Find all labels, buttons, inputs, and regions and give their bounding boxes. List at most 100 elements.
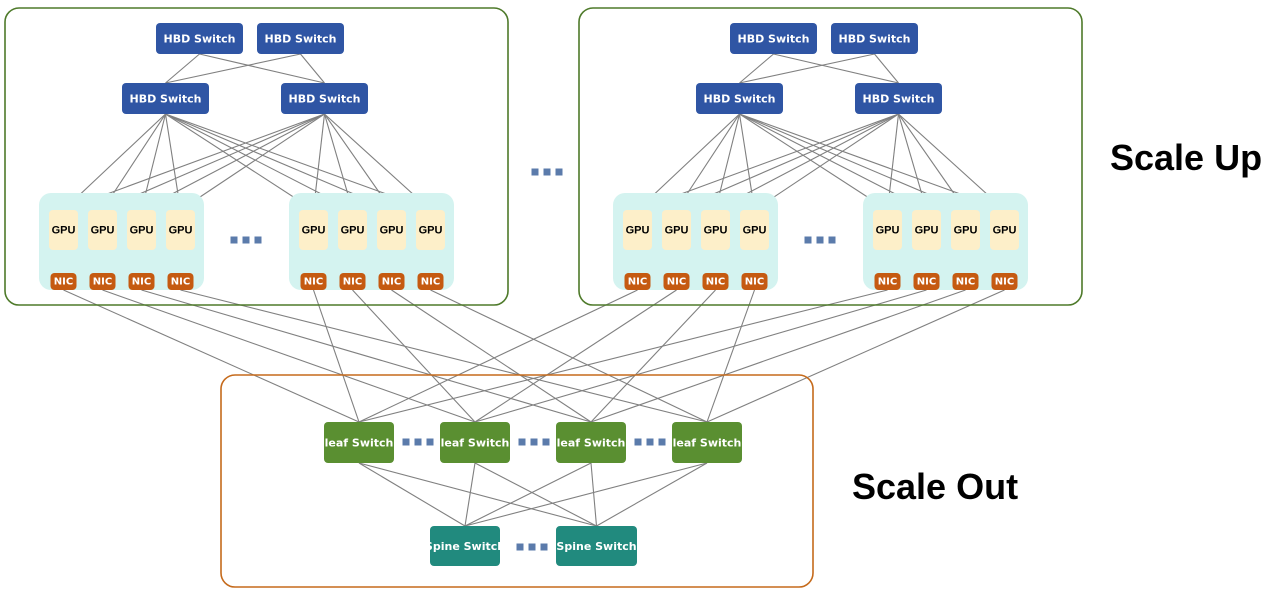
hbd-switch-mid-label: HBD Switch bbox=[703, 93, 775, 106]
nic-label: NIC bbox=[667, 277, 686, 288]
hbd-top-mid-link bbox=[165, 53, 200, 84]
leaf-switch-label: leaf Switch bbox=[557, 437, 626, 450]
gpu-label: GPU bbox=[169, 225, 193, 237]
nic[interactable]: NIC bbox=[913, 273, 940, 290]
gpu[interactable]: GPU bbox=[338, 210, 367, 250]
gpu[interactable]: GPU bbox=[873, 210, 902, 250]
gpu-label: GPU bbox=[380, 225, 404, 237]
nic-leaf-link bbox=[430, 289, 708, 423]
leaf-switch-label: leaf Switch bbox=[441, 437, 510, 450]
spine-ellipsis bbox=[516, 543, 548, 551]
nic[interactable]: NIC bbox=[339, 273, 366, 290]
hbd-switch-top[interactable]: HBD Switch bbox=[257, 23, 344, 54]
nic[interactable]: NIC bbox=[128, 273, 155, 290]
gpu[interactable]: GPU bbox=[951, 210, 980, 250]
gpu[interactable]: GPU bbox=[912, 210, 941, 250]
nic-leaf-link bbox=[590, 289, 716, 423]
scale-up-label: Scale Up bbox=[1110, 137, 1263, 178]
gpu[interactable]: GPU bbox=[740, 210, 769, 250]
nic[interactable]: NIC bbox=[702, 273, 729, 290]
leaf-spine-link bbox=[464, 462, 708, 527]
spine-switch-label: Spine Switch bbox=[425, 540, 505, 553]
pod-ellipsis bbox=[531, 168, 563, 176]
hbd-switch-top-label: HBD Switch bbox=[737, 33, 809, 46]
nic-leaf-link bbox=[358, 289, 638, 423]
gpu-label: GPU bbox=[704, 225, 728, 237]
gpu-label: GPU bbox=[743, 225, 767, 237]
nic[interactable]: NIC bbox=[874, 273, 901, 290]
leaf-switch[interactable]: leaf Switch bbox=[440, 422, 510, 463]
gpu[interactable]: GPU bbox=[127, 210, 156, 250]
nic[interactable]: NIC bbox=[663, 273, 690, 290]
hbd-switch-top-label: HBD Switch bbox=[264, 33, 336, 46]
leaf-switch[interactable]: leaf Switch bbox=[672, 422, 742, 463]
nic-leaf-link bbox=[706, 289, 1005, 423]
hbd-top-mid-link bbox=[773, 53, 899, 84]
gpu[interactable]: GPU bbox=[416, 210, 445, 250]
leaf-switch[interactable]: leaf Switch bbox=[556, 422, 626, 463]
nic-label: NIC bbox=[54, 277, 73, 288]
nic-leaf-link bbox=[352, 289, 476, 423]
nic[interactable]: NIC bbox=[991, 273, 1018, 290]
nic-label: NIC bbox=[995, 277, 1014, 288]
nic[interactable]: NIC bbox=[89, 273, 116, 290]
gpu[interactable]: GPU bbox=[49, 210, 78, 250]
nic[interactable]: NIC bbox=[624, 273, 651, 290]
gpu[interactable]: GPU bbox=[990, 210, 1019, 250]
hbd-top-mid-link bbox=[874, 53, 899, 84]
hbd-switch-top[interactable]: HBD Switch bbox=[730, 23, 817, 54]
gpu[interactable]: GPU bbox=[88, 210, 117, 250]
gpu-server-group bbox=[289, 193, 454, 290]
gpu-server-group bbox=[863, 193, 1028, 290]
nic-label: NIC bbox=[343, 277, 362, 288]
nic-label: NIC bbox=[878, 277, 897, 288]
gpu[interactable]: GPU bbox=[701, 210, 730, 250]
gpu[interactable]: GPU bbox=[166, 210, 195, 250]
hbd-switch-mid[interactable]: HBD Switch bbox=[855, 83, 942, 114]
hbd-switch-mid[interactable]: HBD Switch bbox=[281, 83, 368, 114]
gpu[interactable]: GPU bbox=[662, 210, 691, 250]
boxes-layer bbox=[4, 7, 1083, 588]
nic-label: NIC bbox=[304, 277, 323, 288]
nic[interactable]: NIC bbox=[50, 273, 77, 290]
links-layer bbox=[63, 53, 1005, 527]
hbd-mid-gpu-link bbox=[754, 113, 899, 211]
leaf-spine-link bbox=[590, 462, 598, 527]
leaf-switch[interactable]: leaf Switch bbox=[324, 422, 394, 463]
nic-leaf-link bbox=[474, 289, 927, 423]
nic-leaf-link bbox=[141, 289, 592, 423]
hbd-switch-mid[interactable]: HBD Switch bbox=[696, 83, 783, 114]
gpu[interactable]: GPU bbox=[377, 210, 406, 250]
nic[interactable]: NIC bbox=[952, 273, 979, 290]
leaf-spine-link bbox=[464, 462, 592, 527]
leaf-spine-link bbox=[358, 462, 466, 527]
hbd-switch-top[interactable]: HBD Switch bbox=[831, 23, 918, 54]
leaf-spine-link bbox=[596, 462, 708, 527]
gpu[interactable]: GPU bbox=[299, 210, 328, 250]
nic-leaf-link bbox=[706, 289, 756, 423]
gpu[interactable]: GPU bbox=[623, 210, 652, 250]
hbd-switch-mid-label: HBD Switch bbox=[288, 93, 360, 106]
nic[interactable]: NIC bbox=[417, 273, 444, 290]
spine-switch[interactable]: Spine Switch bbox=[556, 526, 637, 566]
nic[interactable]: NIC bbox=[378, 273, 405, 290]
nic-leaf-link bbox=[63, 289, 360, 423]
nic-label: NIC bbox=[745, 277, 764, 288]
nic[interactable]: NIC bbox=[300, 273, 327, 290]
hbd-switch-top[interactable]: HBD Switch bbox=[156, 23, 243, 54]
nic-label: NIC bbox=[421, 277, 440, 288]
spine-switch-label: Spine Switch bbox=[556, 540, 636, 553]
hbd-switch-mid[interactable]: HBD Switch bbox=[122, 83, 209, 114]
spine-switch[interactable]: Spine Switch bbox=[425, 526, 505, 566]
hbd-switch-top-label: HBD Switch bbox=[163, 33, 235, 46]
scale-up-pod-box bbox=[578, 7, 1083, 306]
nic-leaf-link bbox=[358, 289, 888, 423]
nic[interactable]: NIC bbox=[167, 273, 194, 290]
nic[interactable]: NIC bbox=[741, 273, 768, 290]
gpu-server-group bbox=[39, 193, 204, 290]
gpu-label: GPU bbox=[915, 225, 939, 237]
gpu-label: GPU bbox=[91, 225, 115, 237]
scale-up-pod-box bbox=[4, 7, 509, 306]
hbd-mid-gpu-link bbox=[739, 113, 888, 211]
